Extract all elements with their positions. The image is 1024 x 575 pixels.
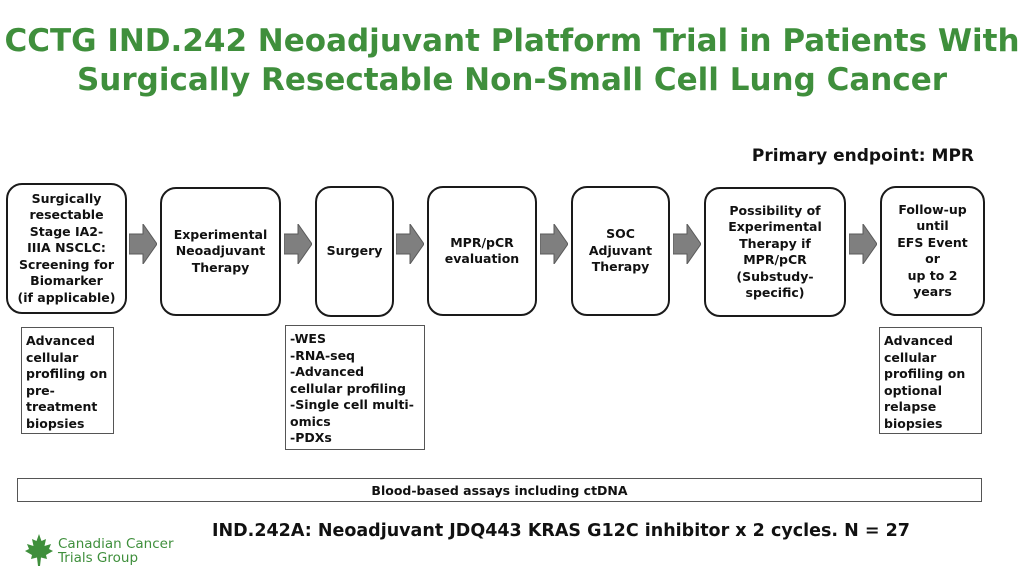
step-follow-up: Follow-up until EFS Event or up to 2 yea… — [880, 186, 985, 316]
primary-endpoint: Primary endpoint: MPR — [751, 146, 974, 166]
flow-arrow-icon — [849, 224, 877, 264]
diagram-title: CCTG IND.242 Neoadjuvant Platform Trial … — [4, 23, 1020, 98]
step-neoadjuvant-therapy: Experimental Neoadjuvant Therapy — [160, 187, 281, 316]
flow-arrow-icon — [396, 224, 424, 264]
logo-text: Canadian Cancer Trials Group — [58, 536, 174, 566]
step-soc-adjuvant: SOC Adjuvant Therapy — [571, 186, 670, 316]
step-screening: Surgically resectable Stage IA2- IIIA NS… — [6, 183, 127, 314]
blood-assays-bar: Blood-based assays including ctDNA — [17, 478, 982, 502]
note-pretreatment-profiling: Advanced cellular profiling on pre- trea… — [21, 327, 114, 434]
flow-arrow-icon — [673, 224, 701, 264]
flow-arrow-icon — [540, 224, 568, 264]
note-surgery-assays: -WES -RNA-seq -Advanced cellular profili… — [285, 325, 425, 450]
flow-arrow-icon — [129, 224, 157, 264]
flow-arrow-icon — [284, 224, 312, 264]
note-relapse-profiling: Advanced cellular profiling on optional … — [879, 327, 982, 434]
step-mpr-evaluation: MPR/pCR evaluation — [427, 186, 537, 316]
substudy-description: IND.242A: Neoadjuvant JDQ443 KRAS G12C i… — [212, 521, 910, 541]
step-experimental-adjuvant: Possibility of Experimental Therapy if M… — [704, 187, 846, 317]
maple-leaf-icon — [25, 534, 53, 566]
step-surgery: Surgery — [315, 186, 394, 317]
cctg-logo: Canadian Cancer Trials Group — [24, 533, 174, 569]
blood-assays-label: Blood-based assays including ctDNA — [371, 482, 628, 498]
